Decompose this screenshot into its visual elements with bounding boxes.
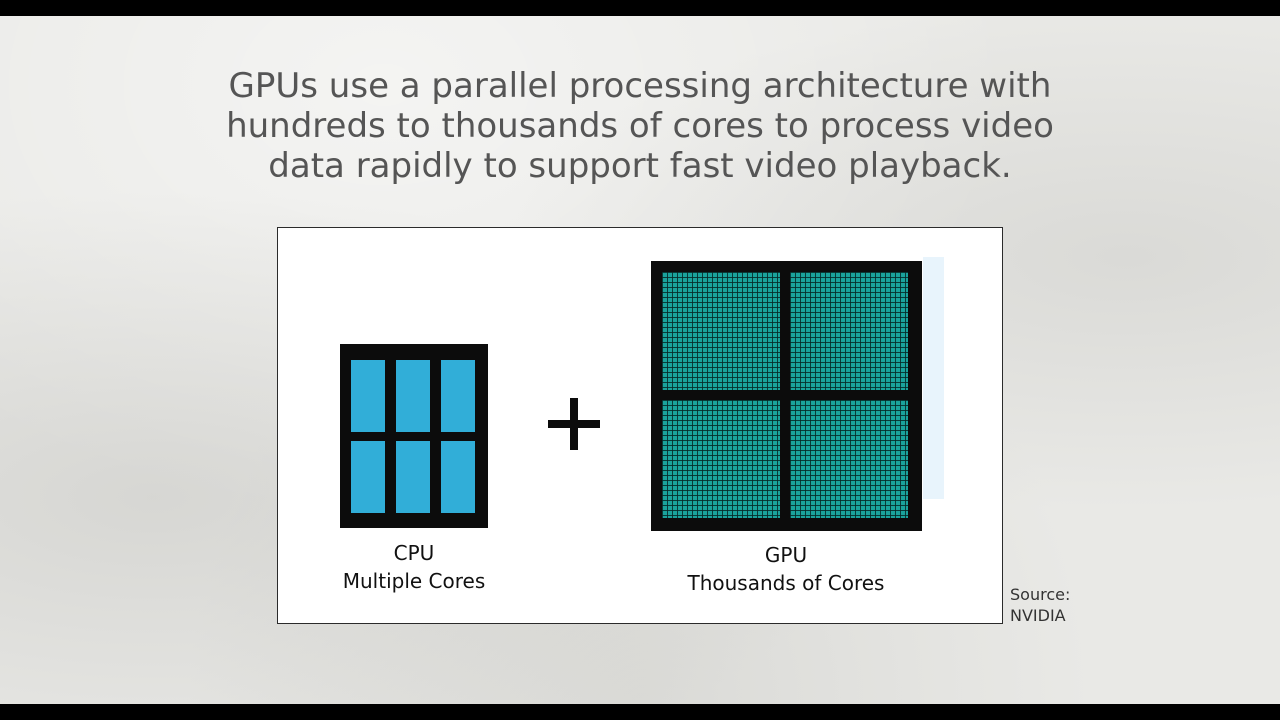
slide-title-line: hundreds to thousands of cores to proces… bbox=[226, 106, 1054, 146]
gpu-core-block bbox=[662, 272, 780, 390]
cpu-core bbox=[351, 441, 385, 513]
gpu-label-line: Thousands of Cores bbox=[687, 571, 885, 595]
slide-title-line: data rapidly to support fast video playb… bbox=[268, 146, 1012, 186]
source-credit-line: NVIDIA bbox=[1010, 606, 1066, 625]
cpu-core bbox=[441, 441, 475, 513]
slide: GPUs use a parallel processing architect… bbox=[0, 16, 1280, 704]
plus-icon bbox=[548, 398, 600, 450]
gpu-chip-shadow bbox=[923, 257, 944, 499]
source-credit-line: Source: bbox=[1010, 585, 1071, 604]
gpu-core-block bbox=[790, 272, 908, 390]
cpu-label: CPU Multiple Cores bbox=[314, 539, 514, 595]
slide-title: GPUs use a parallel processing architect… bbox=[140, 66, 1140, 186]
cpu-label-line: Multiple Cores bbox=[342, 569, 486, 593]
cpu-gpu-diagram: CPU Multiple Cores GPU Thousands of Core… bbox=[277, 227, 1003, 624]
cpu-label-line: CPU bbox=[393, 541, 435, 565]
gpu-chip bbox=[651, 261, 922, 531]
gpu-core-block bbox=[662, 400, 780, 518]
source-credit: Source: NVIDIA bbox=[1010, 584, 1070, 626]
cpu-chip bbox=[340, 344, 488, 528]
cpu-core bbox=[441, 360, 475, 432]
gpu-core-block bbox=[790, 400, 908, 518]
slide-title-line: GPUs use a parallel processing architect… bbox=[228, 66, 1052, 106]
cpu-core bbox=[351, 360, 385, 432]
gpu-label-line: GPU bbox=[764, 543, 808, 567]
gpu-label: GPU Thousands of Cores bbox=[661, 541, 911, 597]
cpu-core bbox=[396, 360, 430, 432]
cpu-core bbox=[396, 441, 430, 513]
